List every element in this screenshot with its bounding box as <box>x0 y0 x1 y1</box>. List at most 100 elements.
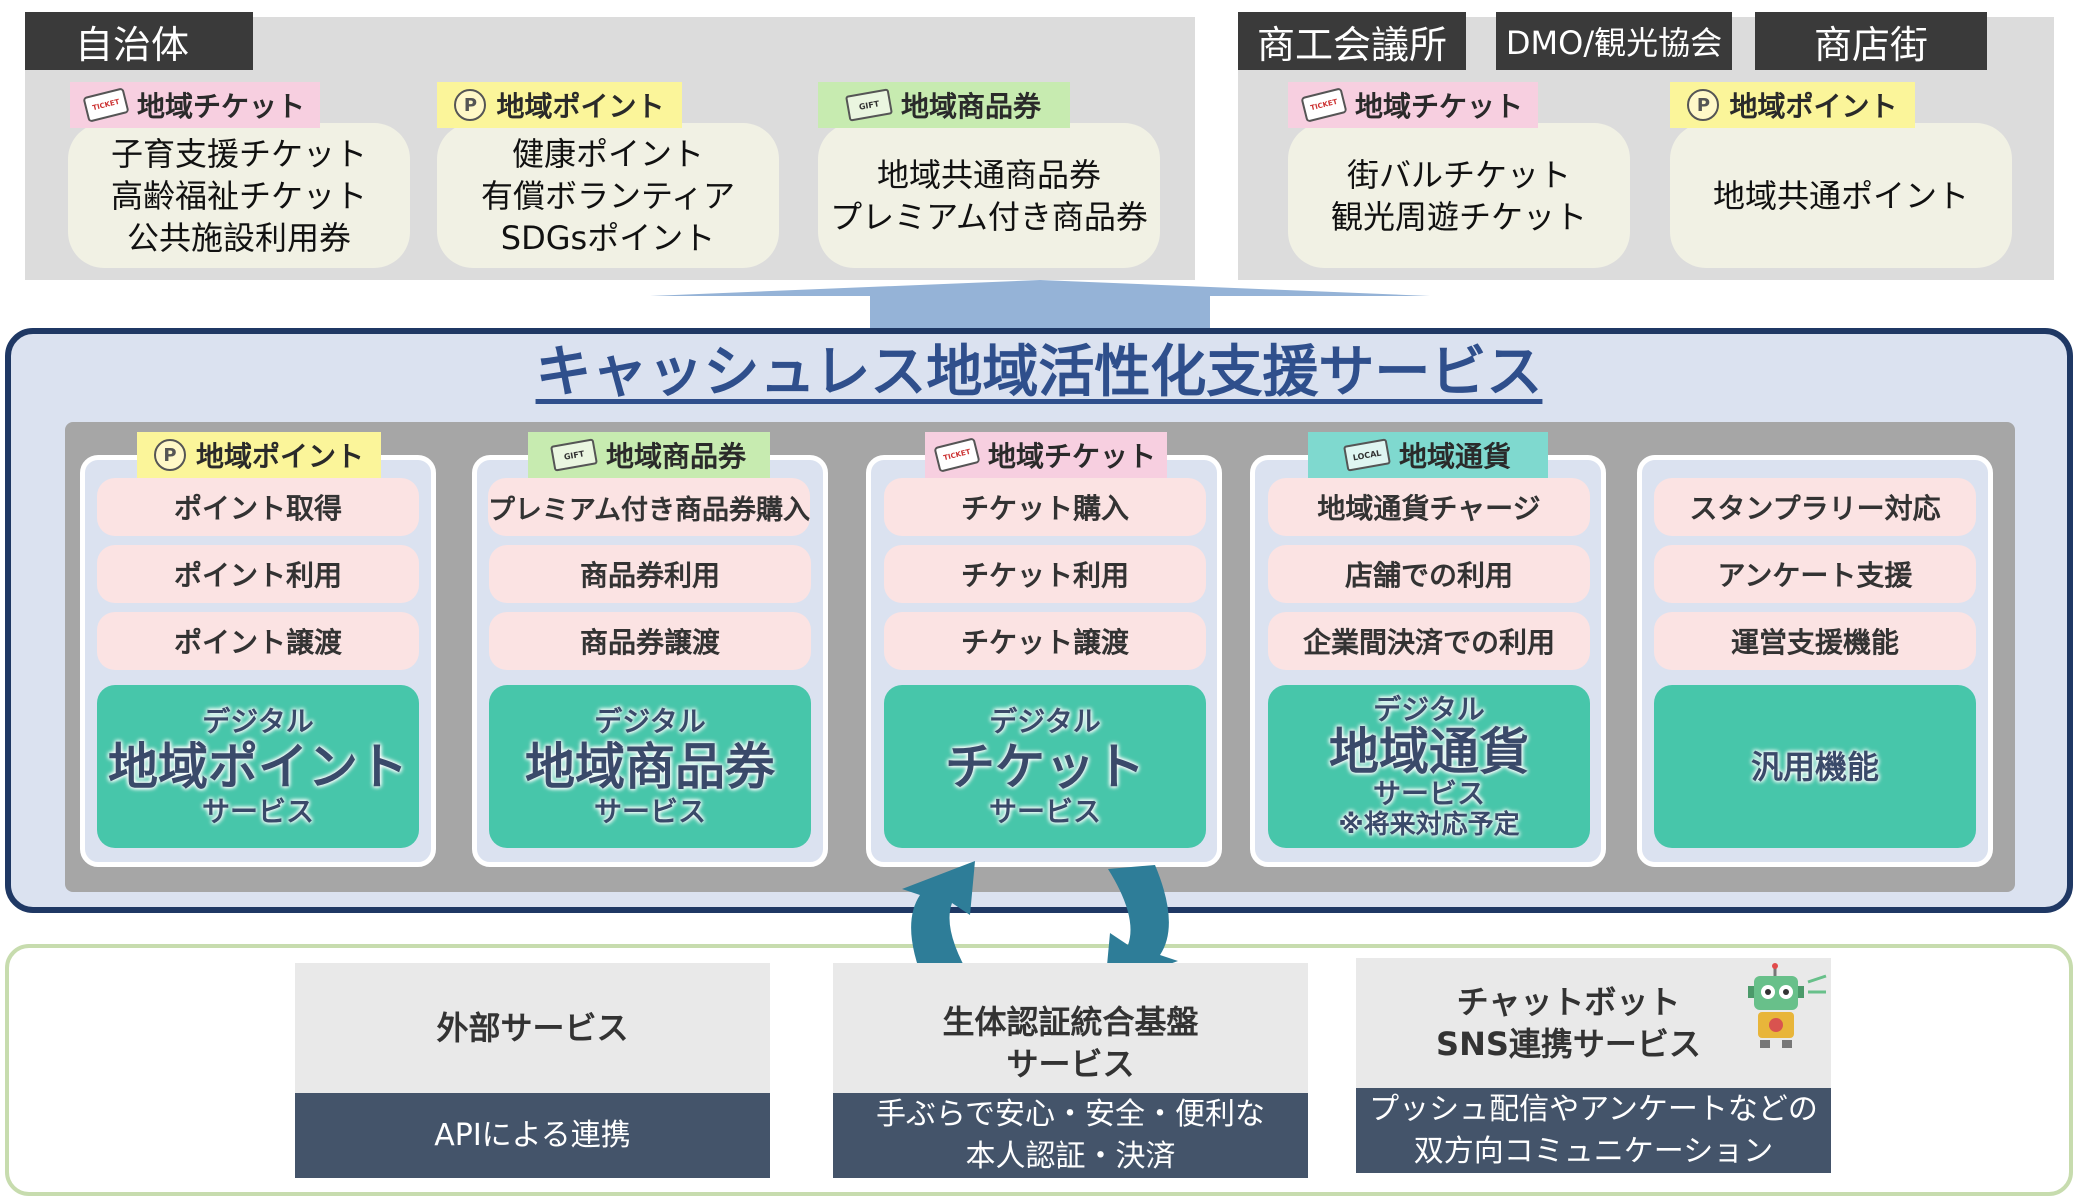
tag-label: 地域通貨 <box>1398 440 1511 473</box>
api-integration-desc: APIによる連携 <box>295 1093 770 1178</box>
service-name: 地域通貨 <box>1329 722 1529 781</box>
card-line: プレミアム付き商品券 <box>830 197 1148 236</box>
feature-item: 店舗での利用 <box>1268 545 1590 603</box>
feature-item: ポイント譲渡 <box>97 612 419 670</box>
service-name: 地域ポイント <box>108 737 408 796</box>
title-line: 生体認証統合基盤 <box>942 1003 1199 1041</box>
card-line: 高齢福祉チケット <box>110 176 367 215</box>
ticket-icon: TICKET <box>1300 87 1348 123</box>
feature-item: ポイント取得 <box>97 478 419 536</box>
desc-line: 本人認証・決済 <box>965 1138 1176 1174</box>
service-prefix: デジタル <box>202 704 314 738</box>
tag-local-point: P 地域ポイント <box>437 82 682 128</box>
service-suffix: サービス <box>1372 776 1485 810</box>
feature-item: 企業間決済での利用 <box>1268 612 1590 670</box>
ticket-icon: TICKET <box>933 437 981 473</box>
feature-item: チケット利用 <box>884 545 1206 603</box>
desc-line: APIによる連携 <box>434 1117 631 1153</box>
commerce-ticket-card: 街バルチケット 観光周遊チケット <box>1288 123 1630 268</box>
commerce-point-card: 地域共通ポイント <box>1670 123 2012 268</box>
tag-label: 地域商品券 <box>900 90 1041 123</box>
service-prefix: デジタル <box>989 704 1101 738</box>
card-line: 健康ポイント <box>511 134 704 173</box>
service-suffix: サービス <box>988 794 1101 828</box>
municipality-ticket-card: 子育支援チケット 高齢福祉チケット 公共施設利用券 <box>68 123 410 268</box>
voucher-icon: GIFT <box>550 438 598 472</box>
feature-item: アンケート支援 <box>1654 545 1976 603</box>
desc-line: プッシュ配信やアンケートなどの <box>1369 1091 1818 1127</box>
service-suffix: サービス <box>593 794 706 828</box>
tag-local-currency: LOCAL 地域通貨 <box>1308 432 1548 478</box>
main-title: キャッシュレス地域活性化支援サービス <box>535 340 1543 405</box>
service-name: 汎用機能 <box>1750 747 1879 786</box>
municipality-point-card: 健康ポイント 有償ボランティア SDGsポイント <box>437 123 779 268</box>
desc-line: 手ぶらで安心・安全・便利な <box>875 1096 1266 1132</box>
municipality-label: 自治体 <box>25 12 253 70</box>
biometric-service-title: 生体認証統合基盤 サービス <box>833 963 1308 1093</box>
shopping-street-label: 商店街 <box>1755 12 1987 70</box>
card-line: 公共施設利用券 <box>126 218 351 257</box>
feature-item: ポイント利用 <box>97 545 419 603</box>
tag-local-voucher: GIFT 地域商品券 <box>818 82 1070 128</box>
digital-ticket-service: デジタル チケット サービス <box>884 685 1206 848</box>
card-line: 街バルチケット <box>1346 155 1571 194</box>
voucher-icon: GIFT <box>845 88 893 122</box>
feature-item: 商品券利用 <box>489 545 811 603</box>
feature-item: 商品券譲渡 <box>489 612 811 670</box>
bidirectional-arrows <box>902 861 1178 987</box>
card-line: 観光周遊チケット <box>1330 197 1587 236</box>
up-arrow <box>650 280 1430 330</box>
feature-item: チケット譲渡 <box>884 612 1206 670</box>
service-suffix: サービス <box>201 794 314 828</box>
point-coin-icon: P <box>454 89 487 121</box>
tag-local-ticket: TICKET 地域チケット <box>1288 82 1538 128</box>
card-line: 地域共通ポイント <box>1712 176 1969 215</box>
general-function: 汎用機能 <box>1654 685 1976 848</box>
card-line: 子育支援チケット <box>110 134 367 173</box>
digital-local-voucher-service: デジタル 地域商品券 サービス <box>489 685 811 848</box>
tag-label: 地域チケット <box>987 440 1156 473</box>
chatbot-service-title: チャットボット SNS連携サービス <box>1356 958 1831 1088</box>
local-currency-icon: LOCAL <box>1343 438 1391 472</box>
title-line: 外部サービス <box>436 1009 629 1047</box>
point-coin-icon: P <box>153 439 186 471</box>
digital-local-currency-service: デジタル 地域通貨 サービス ※将来対応予定 <box>1268 685 1590 848</box>
tag-local-point: P 地域ポイント <box>137 432 381 478</box>
tag-label: 地域商品券 <box>605 440 746 473</box>
feature-item: チケット購入 <box>884 478 1206 536</box>
title-line: サービス <box>1006 1045 1135 1083</box>
tag-label: 地域ポイント <box>195 440 364 473</box>
chatbot-desc: プッシュ配信やアンケートなどの 双方向コミュニケーション <box>1356 1088 1831 1173</box>
desc-line: 双方向コミュニケーション <box>1413 1133 1774 1169</box>
robot-icon <box>1748 963 1827 1048</box>
service-name: 地域商品券 <box>525 737 775 796</box>
ticket-icon: TICKET <box>82 87 130 123</box>
chamber-of-commerce-label: 商工会議所 <box>1238 12 1466 70</box>
tag-local-point: P 地域ポイント <box>1670 82 1915 128</box>
tag-label: 地域ポイント <box>496 90 665 123</box>
tag-label: 地域チケット <box>136 90 305 123</box>
card-line: 有償ボランティア <box>480 176 736 215</box>
service-note: ※将来対応予定 <box>1338 809 1520 840</box>
service-prefix: デジタル <box>594 704 706 738</box>
feature-item: 地域通貨チャージ <box>1268 478 1590 536</box>
card-line: SDGsポイント <box>500 218 716 257</box>
tag-local-voucher: GIFT 地域商品券 <box>528 432 770 478</box>
service-prefix: デジタル <box>1373 692 1485 726</box>
tag-label: 地域ポイント <box>1729 90 1898 123</box>
point-coin-icon: P <box>1687 89 1720 121</box>
tag-local-ticket: TICKET 地域チケット <box>70 82 320 128</box>
feature-item: スタンプラリー対応 <box>1654 478 1976 536</box>
biometric-desc: 手ぶらで安心・安全・便利な 本人認証・決済 <box>833 1093 1308 1178</box>
title-line: チャットボット <box>1456 983 1681 1021</box>
service-name: チケット <box>945 737 1145 796</box>
external-service-title: 外部サービス <box>295 963 770 1093</box>
digital-local-point-service: デジタル 地域ポイント サービス <box>97 685 419 848</box>
title-line: SNS連携サービス <box>1436 1025 1701 1063</box>
municipality-voucher-card: 地域共通商品券 プレミアム付き商品券 <box>818 123 1160 268</box>
card-line: 地域共通商品券 <box>876 155 1101 194</box>
feature-item: プレミアム付き商品券購入 <box>488 478 810 536</box>
tag-label: 地域チケット <box>1354 90 1523 123</box>
tag-local-ticket: TICKET 地域チケット <box>925 432 1167 478</box>
feature-item: 運営支援機能 <box>1654 612 1976 670</box>
